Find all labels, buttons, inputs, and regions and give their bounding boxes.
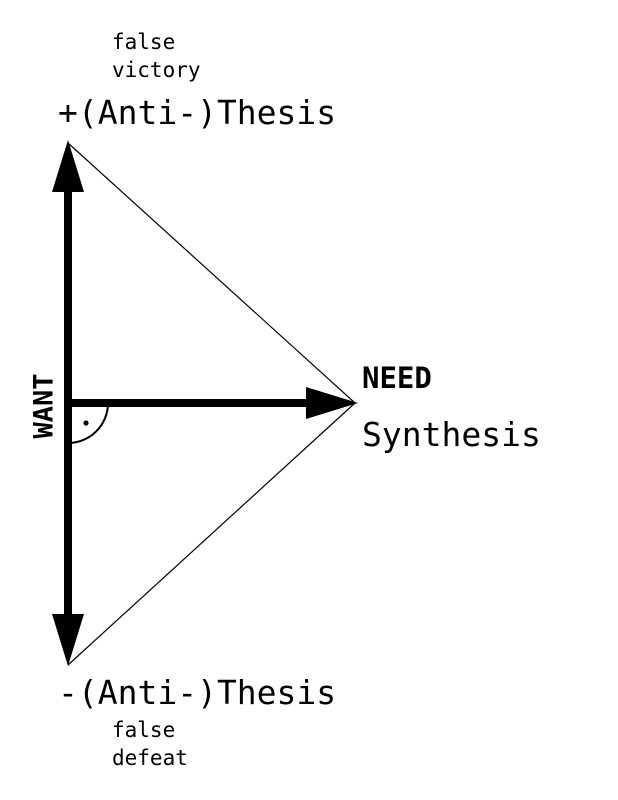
bottom-thesis-label: -(Anti-)Thesis <box>58 673 337 712</box>
top-note-line2: victory <box>112 58 201 82</box>
bottom-note-line2: defeat <box>112 746 188 770</box>
top-thesis-label: +(Anti-)Thesis <box>58 93 337 132</box>
want-axis-arrowhead-down <box>52 614 84 666</box>
want-label: WANT <box>28 373 60 439</box>
bottom-note: false defeat <box>112 716 188 772</box>
top-note: false victory <box>112 28 201 84</box>
want-axis-arrowhead-up <box>52 140 84 192</box>
need-axis-arrowhead <box>306 387 358 419</box>
top-note-line1: false <box>112 30 176 54</box>
synthesis-label: Synthesis <box>362 415 541 454</box>
triangle-edge-bottom <box>67 402 356 666</box>
right-angle-dot <box>83 420 89 426</box>
triangle-edge-top <box>67 142 356 404</box>
bottom-note-line1: false <box>112 718 176 742</box>
need-label: NEED <box>362 361 432 395</box>
right-angle-arc <box>67 402 109 444</box>
